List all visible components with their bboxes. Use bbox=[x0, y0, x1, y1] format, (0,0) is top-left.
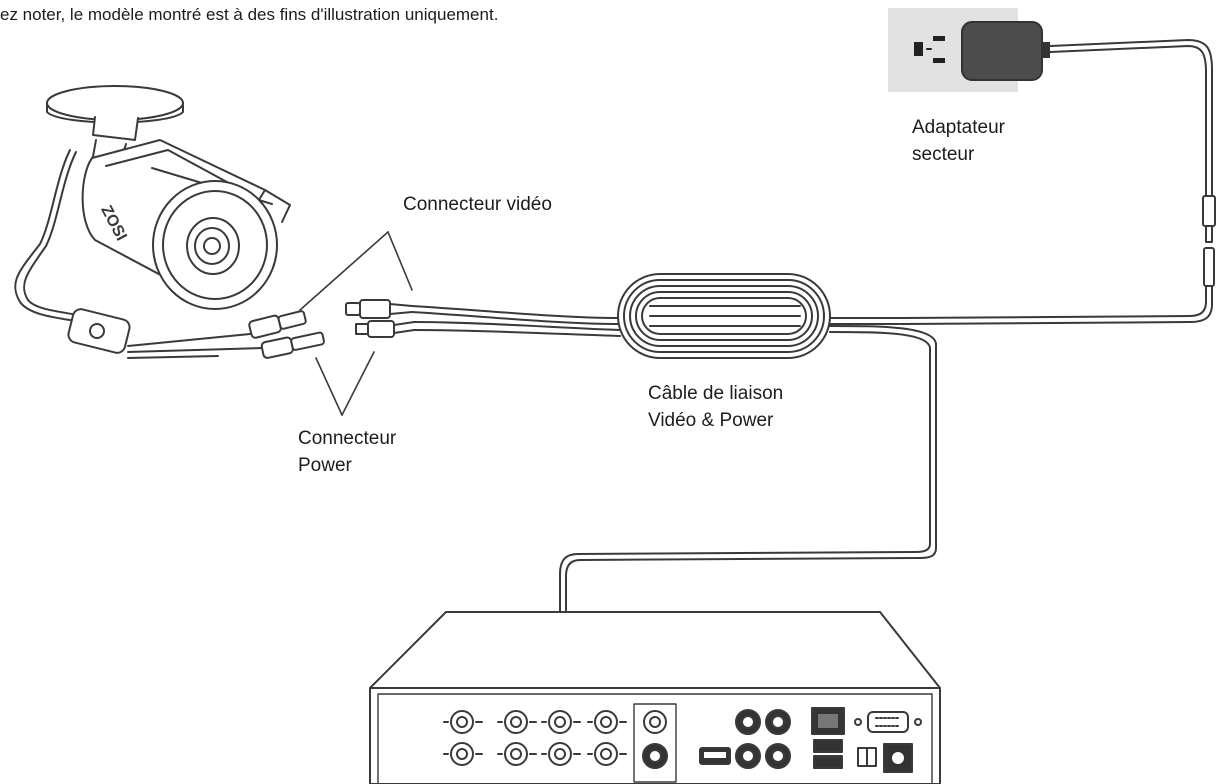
adapter-label: Adaptateur secteur bbox=[912, 114, 1005, 168]
power-connector-label-line-2: Power bbox=[298, 455, 352, 476]
bullet-camera bbox=[14, 85, 325, 359]
callout-lines bbox=[299, 231, 413, 416]
cable-video-connector bbox=[345, 299, 413, 319]
power-connector-label-line-1: Connecteur bbox=[298, 428, 397, 449]
link-cable-label-line-1: Câble de liaison bbox=[648, 383, 784, 404]
dvr-power-ports bbox=[857, 743, 913, 773]
dvr-rca-ports bbox=[735, 709, 791, 769]
power-connector-label: Connecteur Power bbox=[298, 425, 396, 479]
dvr-bnc-inputs bbox=[443, 710, 627, 766]
extension-cable-leads bbox=[411, 305, 621, 337]
adapter-cord bbox=[903, 39, 1216, 325]
dvr-av-ports bbox=[633, 703, 677, 783]
adapter-label-line-1: Adaptateur bbox=[912, 117, 1005, 138]
link-cable-label-line-2: Vidéo & Power bbox=[648, 410, 774, 431]
video-connector-label: Connecteur vidéo bbox=[403, 194, 552, 215]
illustration-note: ez noter, le modèle montré est à des fin… bbox=[0, 5, 499, 24]
coiled-link-cable bbox=[617, 273, 905, 359]
cable-power-connector bbox=[355, 320, 415, 338]
dvr-lan-usb-ports bbox=[811, 707, 845, 769]
link-cable-label: Câble de liaison Vidéo & Power bbox=[648, 380, 783, 434]
adapter-label-line-2: secteur bbox=[912, 144, 975, 165]
dvr-vga-port bbox=[854, 711, 922, 733]
power-adapter bbox=[961, 21, 1050, 81]
dvr-hdmi-port bbox=[699, 747, 731, 765]
